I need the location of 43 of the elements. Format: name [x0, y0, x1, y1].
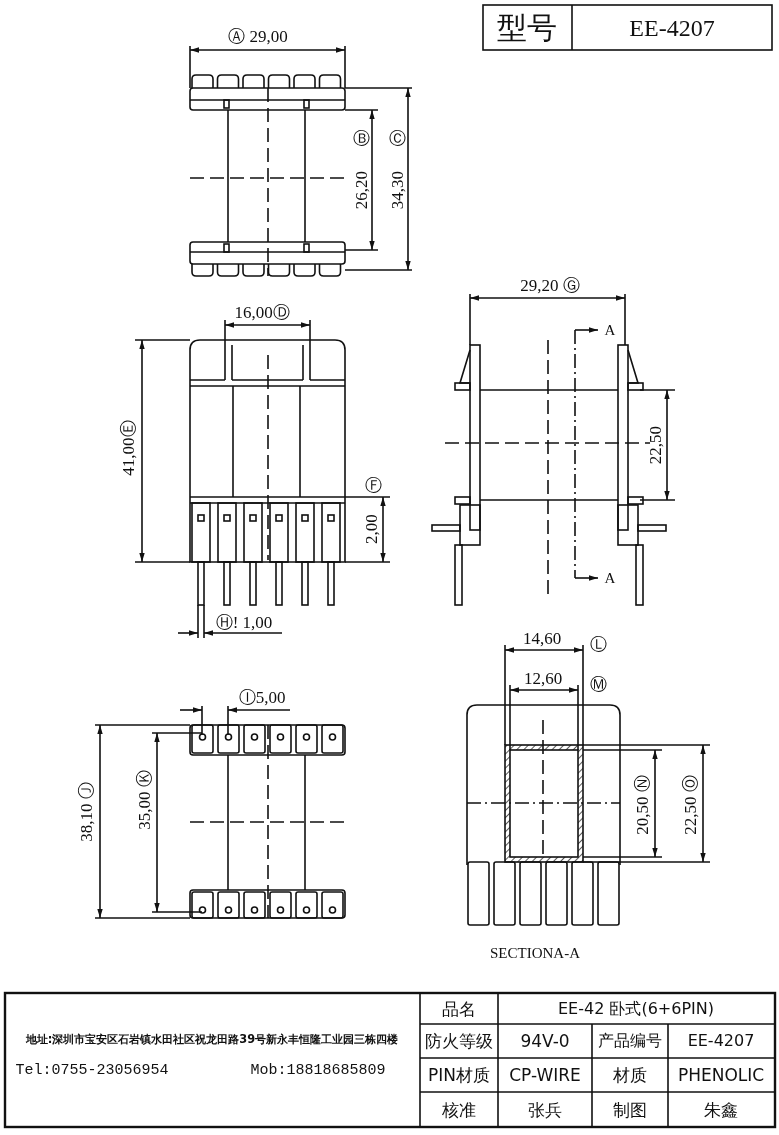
model-number: EE-4207 [629, 16, 715, 40]
section-mark: A [604, 570, 616, 586]
dimension-text: 14,60 [522, 629, 562, 647]
dimension-text: 20,50 Ⓝ [633, 775, 651, 835]
dimension-text: 2,00 [362, 514, 380, 544]
phone-number: Mob:18818685809 [250, 1062, 386, 1078]
field-label: 核准 [442, 1101, 476, 1119]
reference-letter: Ⓒ [388, 129, 406, 147]
field-value: 张兵 [528, 1101, 562, 1119]
dimension-text: 22,50 Ⓞ [681, 775, 699, 835]
reference-letter: Ⓕ [364, 476, 382, 494]
field-value: 朱鑫 [704, 1101, 738, 1119]
dimension-text: 38,10 Ⓙ [77, 782, 95, 842]
field-value: EE-4207 [687, 1033, 755, 1049]
dimension-text: 16,00Ⓓ [234, 303, 290, 321]
model-label: 型号 [497, 13, 557, 43]
field-value: EE-42 卧式(6+6PIN) [558, 1001, 714, 1017]
reference-letter: Ⓜ [589, 675, 607, 693]
field-label: 产品编号 [598, 1033, 662, 1049]
field-label: 防火等级 [425, 1032, 493, 1050]
field-label: PIN材质 [428, 1066, 490, 1084]
dimension-text: 41,00Ⓔ [119, 420, 137, 476]
dimension-text: Ⓘ5,00 [238, 688, 286, 706]
field-value: PHENOLIC [677, 1066, 765, 1084]
address-text: 地址:深圳市宝安区石岩镇水田社区祝龙田路39号新永丰恒隆工业园三栋四楼 [25, 1034, 399, 1046]
field-value: CP-WIRE [509, 1066, 581, 1084]
dimension-text: Ⓐ 29,00 [228, 27, 288, 45]
section-mark: A [604, 322, 616, 338]
field-label: 品名 [442, 1000, 476, 1018]
dimension-text: 34,30 [388, 170, 406, 210]
dimension-text: 12,60 [523, 669, 563, 687]
dimension-text: 29,20 Ⓖ [520, 276, 580, 294]
dimension-text: 35,00 Ⓚ [135, 770, 153, 830]
phone-number: Tel:0755-23056954 [15, 1062, 169, 1078]
dimension-text: 22,50 [646, 425, 664, 465]
section-caption: SECTIONA-A [490, 945, 580, 961]
dimension-text: 26,20 [352, 170, 370, 210]
field-label: 材质 [613, 1066, 647, 1084]
reference-letter: Ⓛ [589, 635, 607, 653]
reference-letter: Ⓑ [352, 129, 370, 147]
dimension-text: Ⓗ! 1,00 [215, 613, 273, 631]
field-value: 94V-0 [520, 1032, 570, 1050]
field-label: 制图 [613, 1101, 647, 1119]
